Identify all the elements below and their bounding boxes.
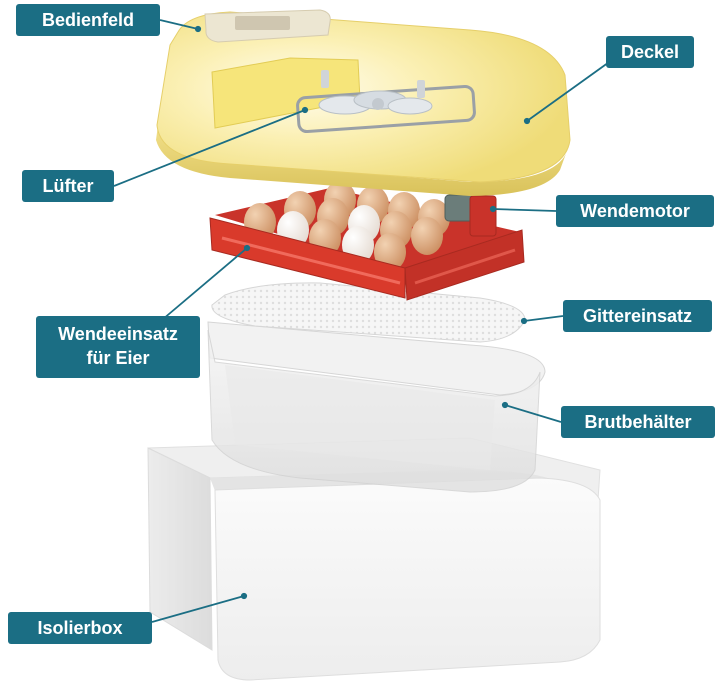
leader-dot-wendemotor [489, 205, 497, 213]
turning-motor-housing [469, 195, 497, 237]
insulation-box-left-side [147, 447, 213, 651]
label-wendemotor: Wendemotor [556, 195, 714, 227]
fan-clip [321, 70, 329, 88]
leader-dot-brutbehaelter [501, 401, 509, 409]
label-isolierbox: Isolierbox [8, 612, 152, 644]
leader-line-brutbehaelter [504, 404, 562, 423]
egg-turning-tray [209, 181, 525, 301]
insulation-box-front [214, 477, 601, 681]
label-gittereinsatz: Gittereinsatz [563, 300, 712, 332]
label-deckel: Deckel [606, 36, 694, 68]
control-panel-display [235, 16, 290, 30]
incubation-container-rim [207, 321, 546, 396]
lid-edge [156, 125, 568, 196]
egg [374, 233, 406, 271]
fan-clip [417, 80, 425, 98]
leader-line-isolierbox [151, 595, 245, 623]
label-wendeeinsatz-line2: für Eier [86, 348, 150, 368]
label-luefter: Lüfter [22, 170, 114, 202]
leader-line-wendemotor [492, 208, 557, 212]
egg [411, 217, 443, 255]
leader-line-bedienfeld [159, 19, 199, 30]
egg-turning-tray-side-wall [404, 229, 525, 301]
leader-dot-wendeeinsatz [243, 244, 251, 252]
leader-dot-gittereinsatz [520, 317, 528, 325]
lid [156, 9, 571, 196]
label-wendeeinsatz: Wendeeinsatz für Eier [36, 316, 200, 378]
leader-lines [113, 19, 613, 623]
fan-blades [318, 90, 433, 115]
label-wendeeinsatz-line1: Wendeeinsatz [58, 324, 178, 344]
leader-line-luefter [113, 109, 306, 187]
leader-line-deckel [526, 59, 613, 122]
leader-dot-deckel [523, 117, 531, 125]
egg-turning-tray-rail [414, 248, 516, 285]
leader-line-wendeeinsatz [155, 247, 248, 326]
leader-line-gittereinsatz [523, 315, 564, 322]
egg-turning-tray-front-wall [209, 217, 406, 299]
label-brutbehaelter: Brutbehälter [561, 406, 715, 438]
leader-dot-luefter [301, 106, 309, 114]
incubation-container [207, 321, 546, 493]
label-bedienfeld: Bedienfeld [16, 4, 160, 36]
leader-dot-bedienfeld [194, 25, 202, 33]
incubation-container-inner-shadow [225, 365, 495, 470]
egg-turning-tray-rail [221, 236, 401, 285]
leader-dot-isolierbox [240, 592, 248, 600]
